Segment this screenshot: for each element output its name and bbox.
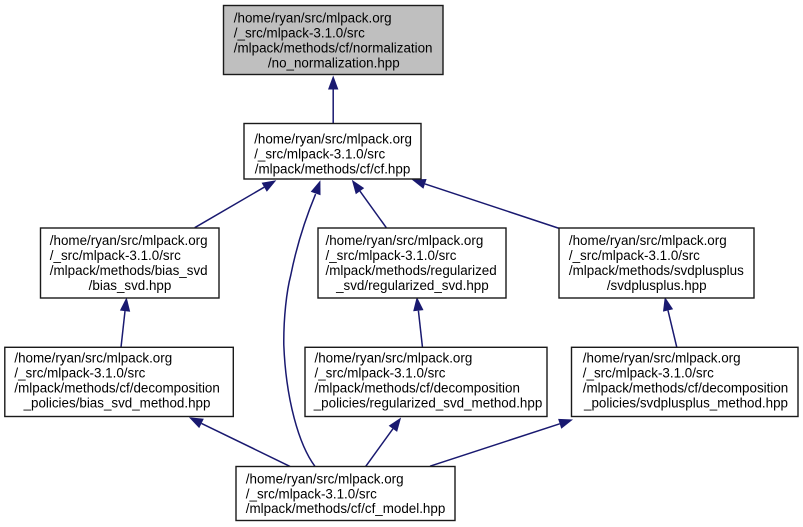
svg-text:/home/ryan/src/mlpack.org: /home/ryan/src/mlpack.org — [14, 351, 172, 366]
svg-text:/home/ryan/src/mlpack.org: /home/ryan/src/mlpack.org — [234, 10, 392, 25]
svg-text:/_src/mlpack-3.1.0/src: /_src/mlpack-3.1.0/src — [315, 366, 446, 381]
svg-text:/_src/mlpack-3.1.0/src: /_src/mlpack-3.1.0/src — [50, 248, 181, 263]
svg-text:/_src/mlpack-3.1.0/src: /_src/mlpack-3.1.0/src — [254, 146, 385, 161]
svg-text:/mlpack/methods/cf/decompositi: /mlpack/methods/cf/decomposition — [583, 381, 788, 396]
svg-text:/home/ryan/src/mlpack.org: /home/ryan/src/mlpack.org — [254, 131, 412, 146]
svg-text:/home/ryan/src/mlpack.org: /home/ryan/src/mlpack.org — [569, 233, 727, 248]
svg-text:/_src/mlpack-3.1.0/src: /_src/mlpack-3.1.0/src — [569, 248, 700, 263]
svg-text:/mlpack/methods/regularized: /mlpack/methods/regularized — [326, 263, 497, 278]
svg-text:/home/ryan/src/mlpack.org: /home/ryan/src/mlpack.org — [50, 233, 208, 248]
svg-text:/home/ryan/src/mlpack.org: /home/ryan/src/mlpack.org — [315, 351, 473, 366]
svg-text:/home/ryan/src/mlpack.org: /home/ryan/src/mlpack.org — [326, 233, 484, 248]
svg-text:/_src/mlpack-3.1.0/src: /_src/mlpack-3.1.0/src — [326, 248, 457, 263]
svg-text:/mlpack/methods/cf/normalizati: /mlpack/methods/cf/normalization — [234, 40, 433, 55]
svg-text:/mlpack/methods/cf/cf.hpp: /mlpack/methods/cf/cf.hpp — [255, 161, 411, 176]
svg-text:/svdplusplus.hpp: /svdplusplus.hpp — [607, 278, 707, 293]
svg-text:/_src/mlpack-3.1.0/src: /_src/mlpack-3.1.0/src — [246, 486, 377, 501]
svg-text:/_src/mlpack-3.1.0/src: /_src/mlpack-3.1.0/src — [14, 366, 145, 381]
svg-text:_policies/bias_svd_method.hpp: _policies/bias_svd_method.hpp — [23, 396, 211, 411]
svg-text:/bias_svd.hpp: /bias_svd.hpp — [89, 278, 172, 293]
svg-text:/mlpack/methods/svdplusplus: /mlpack/methods/svdplusplus — [569, 263, 744, 278]
svg-text:/_src/mlpack-3.1.0/src: /_src/mlpack-3.1.0/src — [234, 25, 365, 40]
svg-text:_policies/regularized_svd_meth: _policies/regularized_svd_method.hpp — [313, 396, 543, 411]
svg-text:/mlpack/methods/bias_svd: /mlpack/methods/bias_svd — [50, 263, 208, 278]
svg-text:/_src/mlpack-3.1.0/src: /_src/mlpack-3.1.0/src — [583, 366, 714, 381]
svg-text:/home/ryan/src/mlpack.org: /home/ryan/src/mlpack.org — [583, 351, 741, 366]
svg-text:/home/ryan/src/mlpack.org: /home/ryan/src/mlpack.org — [246, 471, 404, 486]
svg-text:/mlpack/methods/cf/cf_model.hp: /mlpack/methods/cf/cf_model.hpp — [246, 501, 445, 516]
svg-text:/mlpack/methods/cf/decompositi: /mlpack/methods/cf/decomposition — [14, 381, 219, 396]
svg-text:/no_normalization.hpp: /no_normalization.hpp — [268, 55, 400, 70]
svg-text:/mlpack/methods/cf/decompositi: /mlpack/methods/cf/decomposition — [315, 381, 520, 396]
svg-text:_policies/svdplusplus_method.h: _policies/svdplusplus_method.hpp — [583, 396, 788, 411]
svg-text:_svd/regularized_svd.hpp: _svd/regularized_svd.hpp — [335, 278, 489, 293]
